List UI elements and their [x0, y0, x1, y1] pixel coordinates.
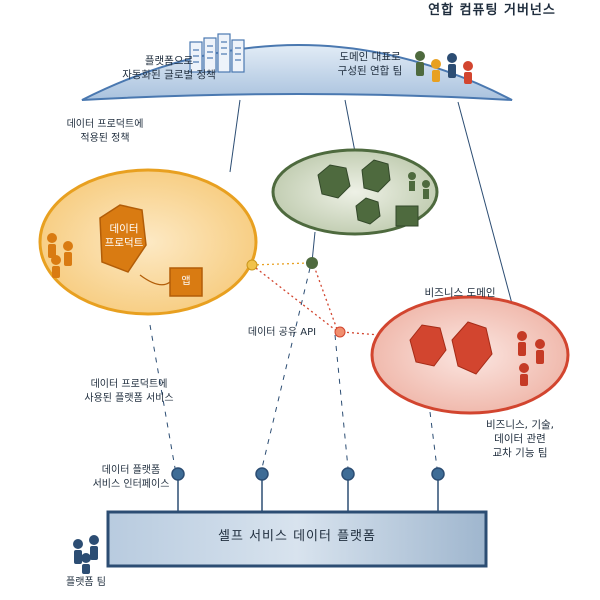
- green-api-port: [306, 257, 318, 269]
- governance-dome: [81, 33, 513, 101]
- self-service-platform: [106, 510, 488, 568]
- infra-domain: [271, 148, 439, 236]
- federated-team-people-icon: [415, 51, 473, 84]
- platform-service-interfaces: [171, 467, 445, 512]
- business-domain-title: 비즈니스 도메인: [424, 287, 496, 299]
- business-team-people-icon: [517, 331, 545, 386]
- data-sharing-api-label: 데이터 공유 API: [247, 327, 317, 338]
- business-domain: [370, 295, 570, 415]
- governance-title: 연합 컴퓨팅 거버넌스: [428, 3, 556, 18]
- policy-documents-icon: [189, 33, 245, 73]
- infra-team-people-icon: [408, 172, 430, 199]
- data-product-hexagon: [99, 204, 147, 273]
- platform-interfaces-label: 데이터 플랫폼 서비스 인터페이스: [92, 465, 170, 490]
- domain-team-people-icon: [47, 233, 73, 278]
- app-box: [169, 267, 203, 297]
- cross-functional-team-label: 비즈니스, 기술, 데이터 관련 교차 기능 팀: [486, 419, 554, 459]
- red-api-port: [334, 326, 346, 338]
- orange-api-port: [246, 259, 258, 271]
- data-product-domain: [38, 168, 258, 316]
- dashed-lines: [149, 267, 438, 469]
- platform-team-people-icon: [73, 535, 99, 574]
- app-label: 앱: [181, 276, 191, 287]
- data-product-label: 데이터 프로덕트: [104, 223, 144, 249]
- platform-team-label: 플랫폼 팀: [66, 577, 106, 588]
- platform-title: 셀프 서비스 데이터 플랫폼: [218, 529, 376, 544]
- connector-lines: [229, 99, 516, 316]
- applied-policy-label: 데이터 프로덕트에 적용된 정책: [66, 119, 144, 144]
- api-links: [251, 262, 381, 336]
- global-policy-label: 플랫폼으로 자동화된 글로벌 정책: [122, 55, 216, 81]
- federated-team-label: 도메인 대표로 구성된 연합 팀: [337, 51, 403, 77]
- platform-services-label: 데이터 프로덕트에 사용된 플랫폼 서비스: [84, 379, 174, 404]
